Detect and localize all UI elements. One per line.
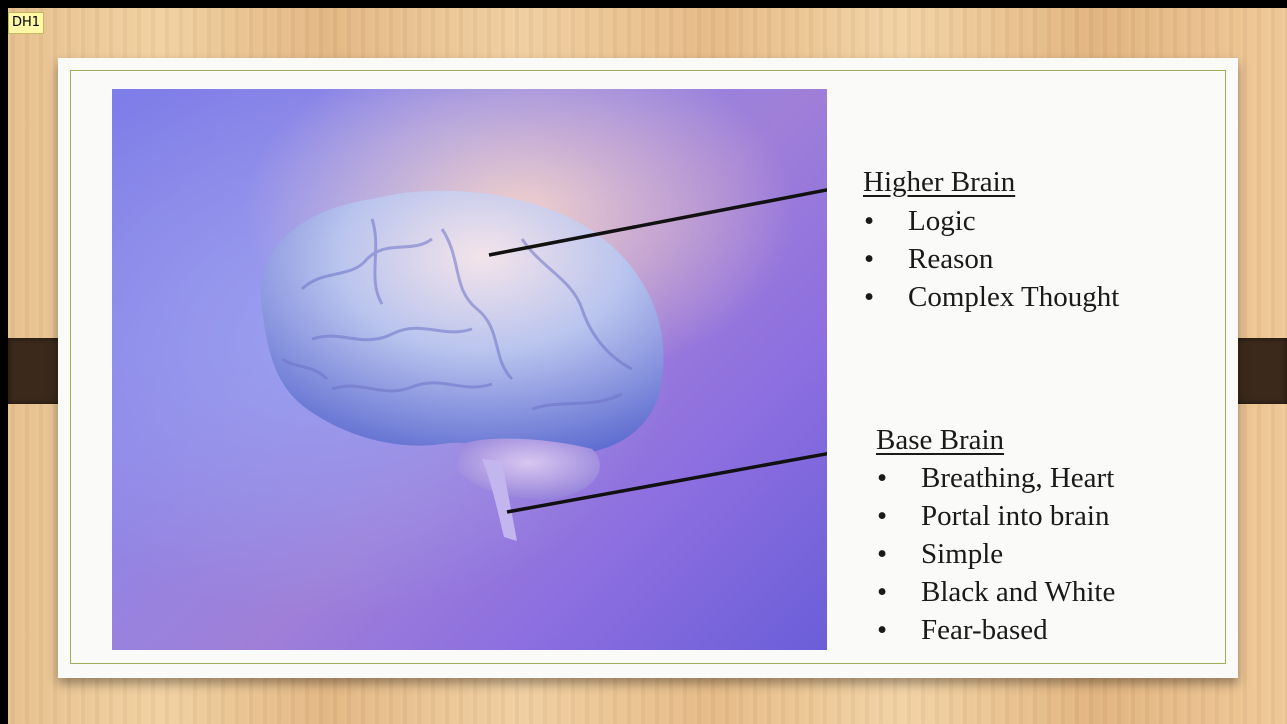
bullet-text: Fear-based	[921, 614, 1048, 647]
brain-illustration	[112, 89, 827, 650]
higher-brain-heading: Higher Brain	[863, 166, 1015, 199]
bullet-text: Complex Thought	[908, 281, 1119, 314]
bullet-text: Simple	[921, 538, 1003, 571]
bullet-dot: •	[877, 500, 887, 533]
bullet-dot: •	[864, 281, 874, 314]
bullet-dot: •	[877, 576, 887, 609]
base-brain-heading: Base Brain	[876, 424, 1004, 457]
bullet-dot: •	[877, 462, 887, 495]
brain-image	[112, 89, 827, 650]
bullet-text: Breathing, Heart	[921, 462, 1114, 495]
comment-marker[interactable]: DH1	[8, 12, 44, 34]
bullet-dot: •	[877, 614, 887, 647]
slide-paper: Higher Brain • Logic • Reason • Complex …	[58, 58, 1238, 678]
bullet-dot: •	[877, 538, 887, 571]
bullet-dot: •	[864, 243, 874, 276]
bullet-text: Black and White	[921, 576, 1115, 609]
bullet-text: Logic	[908, 205, 976, 238]
bullet-text: Portal into brain	[921, 500, 1109, 533]
bullet-text: Reason	[908, 243, 993, 276]
bullet-dot: •	[864, 205, 874, 238]
